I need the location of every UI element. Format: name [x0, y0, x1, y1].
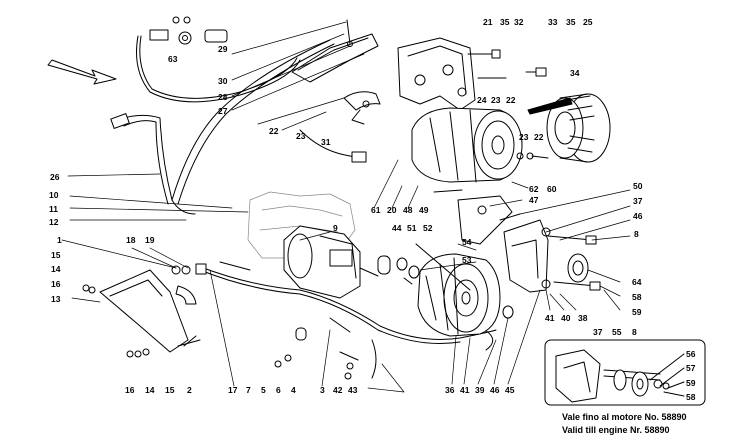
callout: 12	[49, 217, 59, 227]
callout: 59	[686, 378, 696, 388]
callout: 22	[506, 95, 516, 105]
callout: 53	[462, 255, 472, 265]
callout: 22	[269, 126, 279, 136]
callout: 29	[218, 44, 228, 54]
callout: 36	[445, 385, 455, 395]
callout: 8	[632, 327, 637, 337]
callout: 62	[529, 184, 539, 194]
callout: 52	[423, 223, 433, 233]
callout: 35	[500, 17, 510, 27]
callout: 20	[387, 205, 397, 215]
bolts	[433, 49, 601, 291]
callout: 15	[165, 385, 175, 395]
callout: 3	[320, 385, 325, 395]
callout: 63	[168, 54, 178, 64]
heat-shield-plate	[291, 19, 379, 83]
callout: 25	[583, 17, 593, 27]
callout: 40	[561, 313, 571, 323]
callout: 37	[593, 327, 603, 337]
inset-note-italian: Vale fino al motore No. 58890	[562, 412, 687, 422]
callout: 4	[291, 385, 296, 395]
callout: 30	[218, 76, 228, 86]
callout: 10	[49, 190, 59, 200]
callout: 18	[126, 235, 136, 245]
direction-arrow	[47, 59, 117, 85]
inset-note-english: Valid till engine Nr. 58890	[562, 425, 670, 435]
callout: 14	[51, 264, 61, 274]
callout: 42	[333, 385, 343, 395]
callout: 15	[51, 250, 61, 260]
battery-cable	[110, 39, 335, 215]
harness-31	[299, 129, 367, 163]
sensor-cable	[136, 16, 301, 103]
callout: 19	[145, 235, 155, 245]
callout: 23	[519, 132, 529, 142]
small-fittings-left	[82, 263, 354, 380]
alternator-bracket	[457, 195, 521, 245]
callout: 58	[632, 292, 642, 302]
callout: 7	[246, 385, 251, 395]
callout: 33	[548, 17, 558, 27]
callout: 45	[505, 385, 515, 395]
callout: 26	[50, 172, 60, 182]
callout: 16	[51, 279, 61, 289]
inset-box	[544, 339, 706, 406]
callout: 5	[261, 385, 266, 395]
callout: 64	[632, 277, 642, 287]
ac-compressor	[411, 107, 523, 183]
callout: 43	[348, 385, 358, 395]
callout: 37	[633, 196, 643, 206]
callout: 35	[566, 17, 576, 27]
callout: 1	[57, 235, 62, 245]
callout: 55	[612, 327, 622, 337]
callout: 57	[686, 363, 696, 373]
callout: 21	[483, 17, 493, 27]
callout: 27	[218, 106, 228, 116]
callout: 23	[491, 95, 501, 105]
callout: 48	[403, 205, 413, 215]
callout: 16	[125, 385, 135, 395]
callout: 46	[490, 385, 500, 395]
starter-motor	[283, 225, 379, 299]
callout: 9	[333, 223, 338, 233]
callout: 61	[371, 205, 381, 215]
callout: 34	[570, 68, 580, 78]
callout: 24	[477, 95, 487, 105]
alternator	[417, 253, 501, 337]
lower-harness	[197, 261, 497, 379]
callout: 60	[547, 184, 557, 194]
callout: 41	[460, 385, 470, 395]
callout: 46	[633, 211, 643, 221]
callout: 31	[321, 137, 331, 147]
callout: 54	[462, 237, 472, 247]
callout: 13	[51, 294, 61, 304]
leader-lines	[61, 21, 631, 393]
callout: 32	[514, 17, 524, 27]
callout: 22	[534, 132, 544, 142]
callout: 14	[145, 385, 155, 395]
tensioner-pulley	[567, 253, 589, 283]
callout: 41	[545, 313, 555, 323]
callout: 58	[686, 392, 696, 402]
callout: 56	[686, 349, 696, 359]
callout: 38	[578, 313, 588, 323]
callout: 28	[218, 92, 228, 102]
callout: 44	[392, 223, 402, 233]
pulley	[527, 93, 611, 163]
callout: 6	[276, 385, 281, 395]
callout: 2	[187, 385, 192, 395]
callout: 17	[228, 385, 238, 395]
callout: 8	[634, 229, 639, 239]
callout: 47	[529, 195, 539, 205]
callout: 11	[49, 204, 58, 214]
callout: 39	[475, 385, 485, 395]
callout: 50	[633, 181, 643, 191]
callout: 51	[407, 223, 417, 233]
callout: 23	[296, 131, 306, 141]
mounting-bracket-small	[343, 91, 381, 125]
callout: 59	[632, 307, 642, 317]
callout: 49	[419, 205, 429, 215]
